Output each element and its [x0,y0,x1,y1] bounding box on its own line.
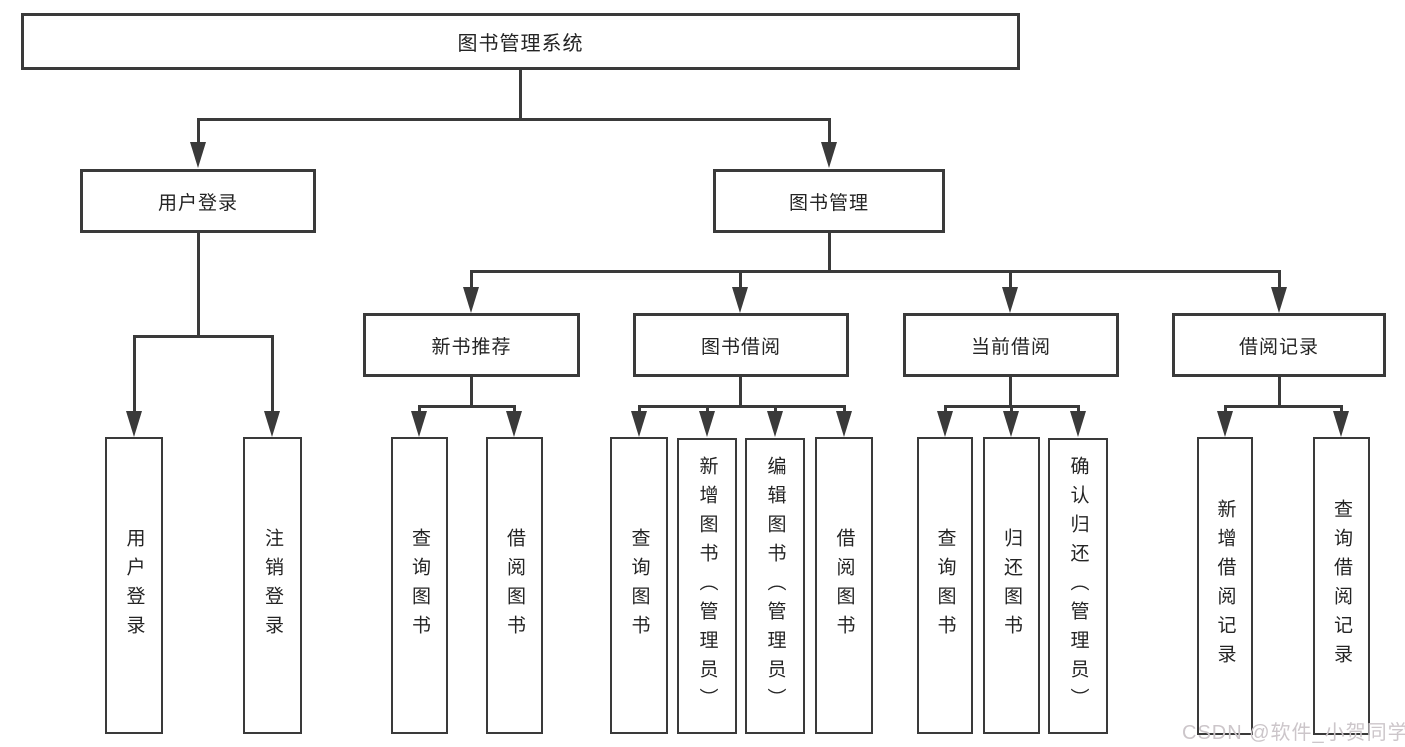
arrowhead-to-leaf-add-books [699,411,715,437]
leaf-current-query-books-label: 查询图书 [934,527,956,644]
leaf-current-query-books: 查询图书 [917,437,973,734]
leaf-confirm-return-admin: 确认归还（管理员） [1048,438,1108,734]
connector-shaft [638,405,641,413]
connector-root-rail [197,118,831,121]
connector-shaft [774,405,777,413]
connector-shaft [1077,405,1080,413]
arrowhead-to-new-book-recommend [463,287,479,313]
node-book-management-module-label: 图书管理 [788,192,869,214]
arrowhead-to-leaf-current-query [937,411,953,437]
node-root-label: 图书管理系统 [457,33,584,55]
connector-borrow-stem [739,377,742,408]
connector-shaft [706,405,709,413]
leaf-query-borrow-record-label: 查询借阅记录 [1331,499,1352,673]
node-book-borrow-label: 图书借阅 [700,336,781,358]
leaf-logout-label: 注销登录 [262,527,283,644]
leaf-return-books: 归还图书 [983,437,1040,734]
leaf-recommend-borrow-books-label: 借阅图书 [504,527,525,644]
connector-borrow-rail [638,405,846,408]
leaf-recommend-query-books: 查询图书 [391,437,448,734]
connector-shaft [513,405,516,413]
connector-shaft [739,270,742,289]
arrowhead-to-leaf-borrow-query [631,411,647,437]
connector-shaft [1224,405,1227,413]
connector-shaft [133,335,136,413]
arrowhead-to-leaf-query-record [1333,411,1349,437]
node-new-book-recommend: 新书推荐 [363,313,580,377]
node-borrow-records-label: 借阅记录 [1238,336,1319,358]
leaf-add-books-admin: 新增图书（管理员） [677,438,737,734]
leaf-edit-books-admin: 编辑图书（管理员） [745,438,805,734]
connector-shaft [1340,405,1343,413]
connector-user-login-rail [133,335,274,338]
leaf-edit-books-admin-label: 编辑图书（管理员） [764,455,786,717]
arrowhead-to-leaf-return-books [1003,411,1019,437]
node-book-management-module: 图书管理 [713,169,945,233]
leaf-recommend-borrow-books: 借阅图书 [486,437,543,734]
connector-book-mgmt-rail [470,270,1281,273]
connector-current-stem [1009,377,1012,408]
arrowhead-to-leaf-user-login [126,411,142,437]
node-current-borrow-label: 当前借阅 [970,336,1051,358]
connector-shaft [1009,270,1012,289]
leaf-user-login: 用户登录 [105,437,163,734]
arrowhead-to-leaf-logout [264,411,280,437]
connector-shaft [828,118,831,144]
csdn-watermark: CSDN @软件_小贺同学 [1182,722,1405,744]
connector-shaft [271,335,274,413]
node-new-book-recommend-label: 新书推荐 [431,336,512,358]
leaf-add-borrow-record-label: 新增借阅记录 [1214,499,1236,673]
connector-shaft [1278,270,1281,289]
leaf-add-books-admin-label: 新增图书（管理员） [696,455,718,717]
leaf-user-login-label: 用户登录 [123,527,145,644]
node-user-login-module: 用户登录 [80,169,316,233]
connector-records-stem [1278,377,1281,408]
arrowhead-to-leaf-recommend-borrow [506,411,522,437]
arrowhead-to-leaf-borrow-books [836,411,852,437]
leaf-borrow-books-label: 借阅图书 [833,527,855,644]
leaf-borrow-books: 借阅图书 [815,437,873,734]
arrowhead-to-book-management-module [821,142,837,168]
connector-shaft [843,405,846,413]
leaf-recommend-query-books-label: 查询图书 [409,527,430,644]
connector-shaft [944,405,947,413]
leaf-return-books-label: 归还图书 [1001,527,1022,644]
connector-shaft [470,270,473,289]
arrowhead-to-leaf-add-record [1217,411,1233,437]
leaf-borrow-query-books-label: 查询图书 [628,527,650,644]
arrowhead-to-borrow-records [1271,287,1287,313]
leaf-borrow-query-books: 查询图书 [610,437,668,734]
connector-shaft [418,405,421,413]
node-user-login-module-label: 用户登录 [157,192,238,214]
node-book-borrow: 图书借阅 [633,313,849,377]
connector-user-login-stem [197,233,200,338]
connector-shaft [1010,405,1013,413]
leaf-confirm-return-admin-label: 确认归还（管理员） [1067,455,1089,717]
node-borrow-records: 借阅记录 [1172,313,1386,377]
arrowhead-to-leaf-confirm-return [1070,411,1086,437]
arrowhead-to-leaf-edit-books [767,411,783,437]
connector-records-rail [1224,405,1343,408]
arrowhead-to-leaf-recommend-query [411,411,427,437]
node-root-library-system: 图书管理系统 [21,13,1020,70]
connector-shaft [197,118,200,144]
arrowhead-to-user-login-module [190,142,206,168]
connector-recommend-stem [470,377,473,408]
arrowhead-to-book-borrow [732,287,748,313]
leaf-query-borrow-record: 查询借阅记录 [1313,437,1370,735]
leaf-logout: 注销登录 [243,437,302,734]
arrowhead-to-current-borrow [1002,287,1018,313]
connector-recommend-rail [418,405,516,408]
node-current-borrow: 当前借阅 [903,313,1119,377]
connector-book-mgmt-stem [828,233,831,273]
connector-root-stem [519,69,522,120]
leaf-add-borrow-record: 新增借阅记录 [1197,437,1253,735]
